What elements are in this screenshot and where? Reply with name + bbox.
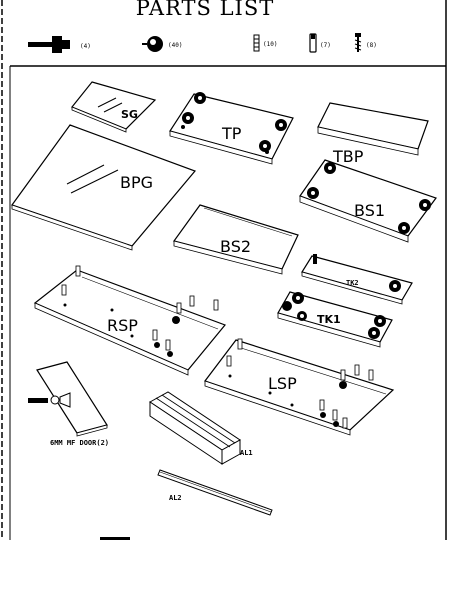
part-tbp: TBP [317,102,429,166]
part-tk1: TK1 [277,291,393,348]
part-rsp-label: RSP [107,316,138,335]
part-tbp-label: TBP [332,147,364,166]
part-sg-label: SG [121,108,138,121]
cam-bolt-count: (4) [80,43,91,50]
part-tk2-label: TK2 [346,279,359,287]
part-lsp-label: LSP [268,374,297,393]
part-bs1-label: BS1 [354,201,385,220]
part-al2: AL2 [157,469,273,516]
part-bs2: BS2 [172,204,299,275]
part-door: 6MM MF DOOR(2) [28,361,109,447]
part-bs1: BS1 [299,159,437,243]
part-rsp: RSP [33,265,226,376]
part-bpg: BPG [11,124,197,251]
screw-count: (8) [366,42,377,49]
part-al1: AL1 [149,391,253,465]
wood-dowel-count: (10) [263,41,277,48]
part-tp-label: TP [221,124,242,143]
cam-lock-icon [142,36,163,52]
door-knob-icon [28,392,71,408]
page-title: PARTS LIST [136,0,275,20]
shelf-pin-count: (7) [320,42,331,49]
part-sg: SG [71,81,157,133]
part-al2-label: AL2 [169,494,182,502]
cam-bolt-icon [28,36,70,53]
part-bs2-label: BS2 [220,237,251,256]
part-door-label: 6MM MF DOOR(2) [50,439,109,447]
part-tk1-label: TK1 [317,313,341,326]
part-bpg-label: BPG [120,173,153,192]
part-tp: TP [169,92,294,165]
shelf-pin-icon [309,33,317,53]
screw-icon [354,33,362,52]
hardware-row: (4) (40) (10) (7) (8) [28,33,377,53]
cam-lock-count: (40) [168,42,182,49]
wood-dowel-icon [253,34,260,52]
cropped-hardware-icon [100,537,130,540]
part-tk2: TK2 [301,254,413,305]
part-al1-label: AL1 [240,449,253,457]
part-lsp: LSP [204,338,395,436]
